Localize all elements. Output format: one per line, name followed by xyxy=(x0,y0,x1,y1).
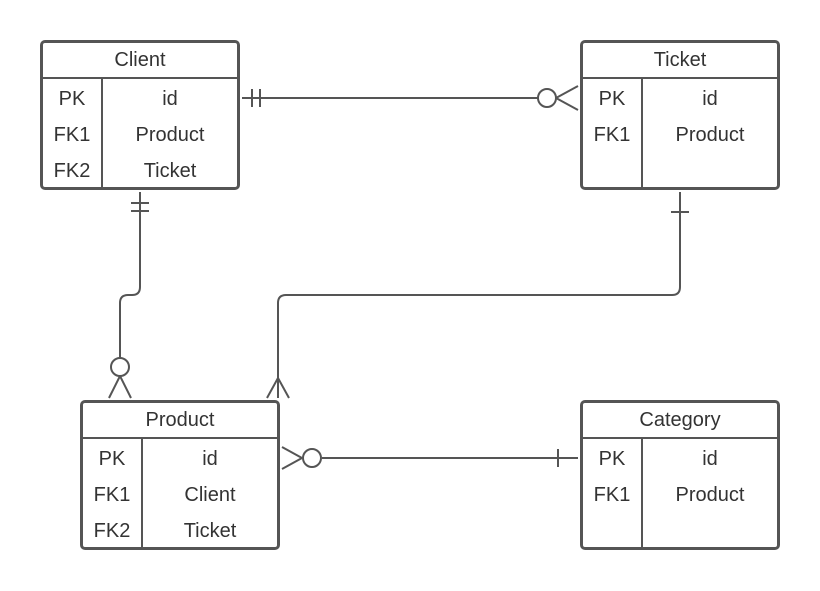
key-column: PK FK1 xyxy=(583,79,643,187)
product-crow-right xyxy=(119,375,132,399)
field-cell: id xyxy=(162,88,178,110)
field-cell: id xyxy=(702,448,718,470)
field-cell: Client xyxy=(184,484,236,506)
key-cell: PK xyxy=(598,448,626,470)
entity-title: Product xyxy=(83,403,277,439)
product-crow-bottom-2 xyxy=(281,457,303,470)
product-many-left xyxy=(266,377,279,399)
key-column: PK FK1 FK2 xyxy=(83,439,143,547)
product-crow-left xyxy=(108,375,121,399)
product-crow-top-2 xyxy=(281,446,303,459)
product-zero-circle xyxy=(110,357,130,377)
key-cell: FK1 xyxy=(93,484,131,506)
ticket-crow-bottom xyxy=(555,97,579,111)
entity-category[interactable]: Category PK FK1 id Product xyxy=(580,400,780,550)
client-product-line xyxy=(119,192,141,358)
field-cell: Product xyxy=(675,124,745,146)
field-cell: Product xyxy=(135,124,205,146)
key-cell: PK xyxy=(58,88,86,110)
connector-product-category xyxy=(281,446,578,470)
key-cell: FK2 xyxy=(93,520,131,542)
ticket-zero-circle xyxy=(537,88,557,108)
key-cell: FK1 xyxy=(593,484,631,506)
key-column: PK FK1 xyxy=(583,439,643,547)
connector-client-ticket xyxy=(242,85,579,111)
entity-product[interactable]: Product PK FK1 FK2 id Client Ticket xyxy=(80,400,280,550)
entity-ticket[interactable]: Ticket PK FK1 id Product xyxy=(580,40,780,190)
key-cell: PK xyxy=(598,88,626,110)
ticket-crow-top xyxy=(555,85,579,99)
entity-title: Category xyxy=(583,403,777,439)
key-cell: FK1 xyxy=(53,124,91,146)
connector-ticket-product xyxy=(266,192,689,399)
field-column: id Product xyxy=(643,79,777,187)
field-cell: id xyxy=(702,88,718,110)
key-column: PK FK1 FK2 xyxy=(43,79,103,187)
key-cell: PK xyxy=(98,448,126,470)
field-cell: id xyxy=(202,448,218,470)
field-column: id Product xyxy=(643,439,777,547)
key-cell: FK2 xyxy=(53,160,91,182)
key-cell: FK1 xyxy=(593,124,631,146)
entity-title: Client xyxy=(43,43,237,79)
product-zero-circle-2 xyxy=(302,448,322,468)
field-column: id Product Ticket xyxy=(103,79,237,187)
field-cell: Ticket xyxy=(183,520,237,542)
entity-client[interactable]: Client PK FK1 FK2 id Product Ticket xyxy=(40,40,240,190)
field-column: id Client Ticket xyxy=(143,439,277,547)
product-many-right xyxy=(277,377,290,399)
ticket-product-line xyxy=(277,192,681,398)
field-cell: Product xyxy=(675,484,745,506)
entity-title: Ticket xyxy=(583,43,777,79)
connector-client-product xyxy=(108,192,149,399)
field-cell: Ticket xyxy=(143,160,197,182)
